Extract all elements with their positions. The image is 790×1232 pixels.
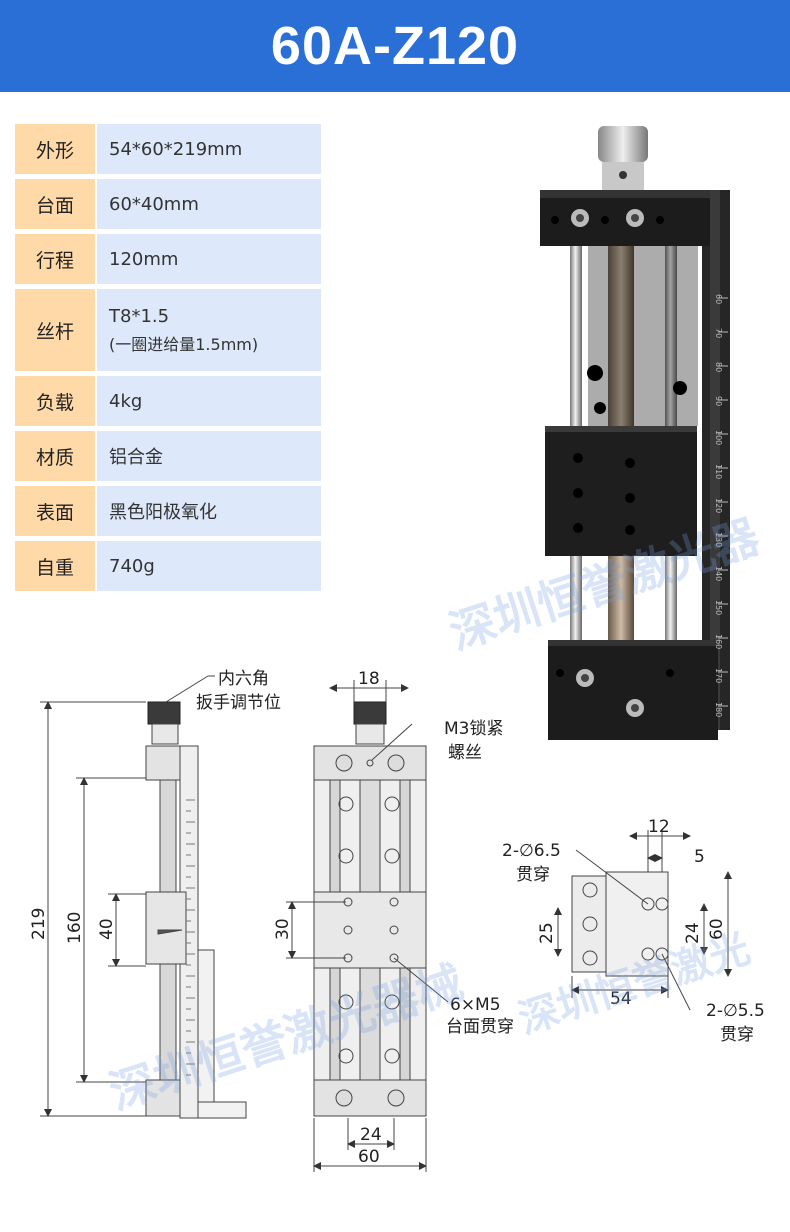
scale-tick-label: 100 (714, 430, 723, 445)
scale-tick-label: 110 (714, 464, 723, 479)
spec-key: 材质 (15, 431, 95, 481)
bottom-view (571, 871, 669, 977)
spec-key: 负载 (15, 376, 95, 426)
dim-bottom-outer: 60 (358, 1147, 380, 1167)
spec-value-sub: (一圈进给量1.5mm) (109, 334, 259, 354)
spec-value: 黑色阳极氧化 (97, 486, 321, 536)
scale-tick-label: 70 (714, 328, 723, 338)
spec-row: 丝杆 T8*1.5 (一圈进给量1.5mm) (15, 289, 321, 371)
dim-left: 30 (273, 918, 293, 940)
m5-note-line1: 6×M5 (450, 995, 501, 1015)
scale-tick-label: 150 (714, 600, 723, 615)
spec-key: 自重 (15, 541, 95, 591)
dim-total: 219 (29, 908, 49, 940)
spec-row: 材质铝合金 (15, 431, 321, 481)
spec-key: 丝杆 (15, 289, 95, 371)
spec-key: 外形 (15, 124, 95, 174)
dim-top: 18 (358, 669, 380, 689)
note-65-line1: 2-∅6.5 (502, 841, 561, 861)
spec-value: 120mm (97, 234, 321, 284)
scale: 60 70 80 90 100 110 120 130 140 150 160 170 180 (714, 294, 728, 717)
m3-note-line1: M3锁紧 (444, 719, 503, 739)
front-view (313, 701, 427, 1117)
scale-tick-label: 120 (714, 498, 723, 513)
scale-tick-label: 140 (714, 566, 723, 581)
side-view (145, 701, 247, 1119)
dim-60: 60 (707, 918, 727, 940)
note-55-line1: 2-∅5.5 (706, 1001, 765, 1021)
dim-24: 24 (683, 922, 703, 944)
spec-value: T8*1.5 (一圈进给量1.5mm) (97, 289, 321, 371)
dim-bottom-inner: 24 (360, 1125, 382, 1145)
spec-value: 54*60*219mm (97, 124, 321, 174)
dim-25: 25 (537, 922, 557, 944)
spec-row: 表面黑色阳极氧化 (15, 486, 321, 536)
top-block (540, 190, 710, 246)
knob (598, 126, 648, 162)
bottom-block (548, 640, 718, 740)
side-note-line2: 扳手调节位 (196, 693, 281, 713)
scale-tick-label: 130 (714, 532, 723, 547)
spec-key: 行程 (15, 234, 95, 284)
spec-key: 表面 (15, 486, 95, 536)
dim-stroke: 160 (65, 912, 85, 944)
spec-value-main: T8*1.5 (109, 305, 170, 327)
dim-table: 40 (97, 918, 117, 940)
scale-tick-label: 180 (714, 702, 723, 717)
scale-tick-label: 170 (714, 668, 723, 683)
dim-5: 5 (694, 847, 705, 867)
spec-value: 740g (97, 541, 321, 591)
dim-12: 12 (648, 817, 670, 837)
spec-value: 铝合金 (97, 431, 321, 481)
scale-tick-label: 60 (714, 294, 723, 304)
m5-note-line2: 台面贯穿 (446, 1017, 514, 1037)
note-55-line2: 贯穿 (720, 1025, 754, 1045)
spec-value: 4kg (97, 376, 321, 426)
spec-key: 台面 (15, 179, 95, 229)
scale-tick-label: 90 (714, 396, 723, 406)
m3-note-line2: 螺丝 (448, 743, 482, 763)
dim-54: 54 (610, 989, 632, 1009)
page-title: 60A-Z120 (270, 16, 520, 76)
scale-tick-label: 160 (714, 634, 723, 649)
side-note-line1: 内六角 (218, 669, 269, 689)
product-photo: 60 70 80 90 100 110 120 130 140 150 160 170 180 (540, 126, 730, 740)
lead-screw (608, 246, 634, 426)
spec-value: 60*40mm (97, 179, 321, 229)
technical-drawing: 内六角 扳手调节位 219 160 40 18 M3锁紧 螺丝 30 6×M5 … (29, 669, 765, 1172)
note-65-line2: 贯穿 (516, 865, 550, 885)
scale-tick-label: 80 (714, 362, 723, 372)
carriage (545, 426, 697, 556)
title-banner: 60A-Z120 (0, 0, 790, 92)
